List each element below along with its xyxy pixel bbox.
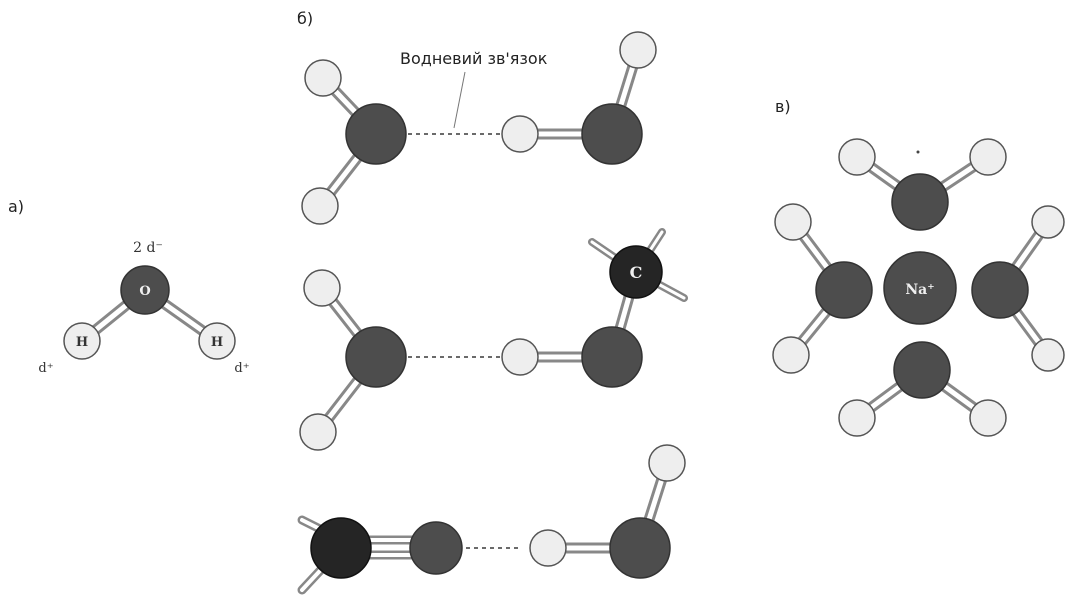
- hydrogen-atom: [969, 138, 1007, 176]
- hydrogen-atom-left: [63, 322, 101, 360]
- hydrogen-atom: [648, 444, 686, 482]
- hydrogen-atom: [304, 59, 342, 97]
- oxygen-atom: [815, 261, 873, 319]
- hydrogen-partial-charge-right: d⁺: [234, 361, 249, 376]
- hydrogen-atom: [774, 203, 812, 241]
- panel-c: в): [772, 97, 1065, 437]
- hydrogen-atom: [529, 529, 567, 567]
- carbon-atom-label: C: [630, 263, 643, 282]
- oxygen-atom: [345, 326, 407, 388]
- panel-b-label: б): [297, 9, 313, 28]
- oxygen-atom: [120, 265, 170, 315]
- carbon-atom: [310, 517, 372, 579]
- hydrogen-atom-left-label: H: [76, 335, 88, 350]
- hydrogen-atom: [501, 338, 539, 376]
- row-water-methanol: C: [299, 228, 688, 451]
- hydrogen-atom: [501, 115, 539, 153]
- hydrogen-atom: [303, 269, 341, 307]
- water-top: [838, 138, 1007, 231]
- panel-b: б) Водневий зв'язок: [297, 9, 688, 595]
- hydrogen-atom: [772, 336, 810, 374]
- hydrogen-atom-right: [198, 322, 236, 360]
- oxygen-atom: [609, 517, 671, 579]
- oxygen-atom-label: O: [139, 284, 150, 299]
- sodium-ion: [883, 251, 957, 325]
- hydrogen-atom-right-label: H: [211, 335, 223, 350]
- hydrogen-atom: [1031, 205, 1065, 239]
- hydrogen-atom: [1031, 338, 1065, 372]
- oxygen-atom: [971, 261, 1029, 319]
- row-carbonyl-water: [297, 444, 686, 595]
- hydrogen-atom: [838, 399, 876, 437]
- oxygen-atom: [581, 103, 643, 165]
- hydrogen-atom: [969, 399, 1007, 437]
- hydrogen-atom: [299, 413, 337, 451]
- water-bottom: [838, 341, 1007, 437]
- hydrogen-atom: [838, 138, 876, 176]
- panel-a-label: а): [8, 197, 24, 216]
- water-right: [971, 205, 1065, 372]
- oxygen-partial-charge: 2 d⁻: [133, 240, 163, 256]
- oxygen-atom: [891, 173, 949, 231]
- oxygen-atom: [409, 521, 463, 575]
- oxygen-atom: [345, 103, 407, 165]
- carbon-atom: [609, 245, 663, 299]
- hydrogen-atom: [301, 187, 339, 225]
- sodium-ion-label: Na⁺: [905, 282, 934, 298]
- dot-mark: [916, 150, 920, 154]
- hydrogen-atom: [619, 31, 657, 69]
- hydrogen-bond-label: Водневий зв'язок: [400, 49, 548, 68]
- row-water-water: [301, 31, 657, 225]
- hydrogen-bond-pointer: [453, 71, 466, 129]
- panel-a: а) O H H 2 d⁻ d⁺ d⁺: [8, 197, 250, 376]
- oxygen-atom: [581, 326, 643, 388]
- hydrogen-partial-charge-left: d⁺: [38, 361, 53, 376]
- oxygen-atom: [893, 341, 951, 399]
- water-left: [772, 203, 873, 374]
- panel-c-label: в): [775, 97, 791, 116]
